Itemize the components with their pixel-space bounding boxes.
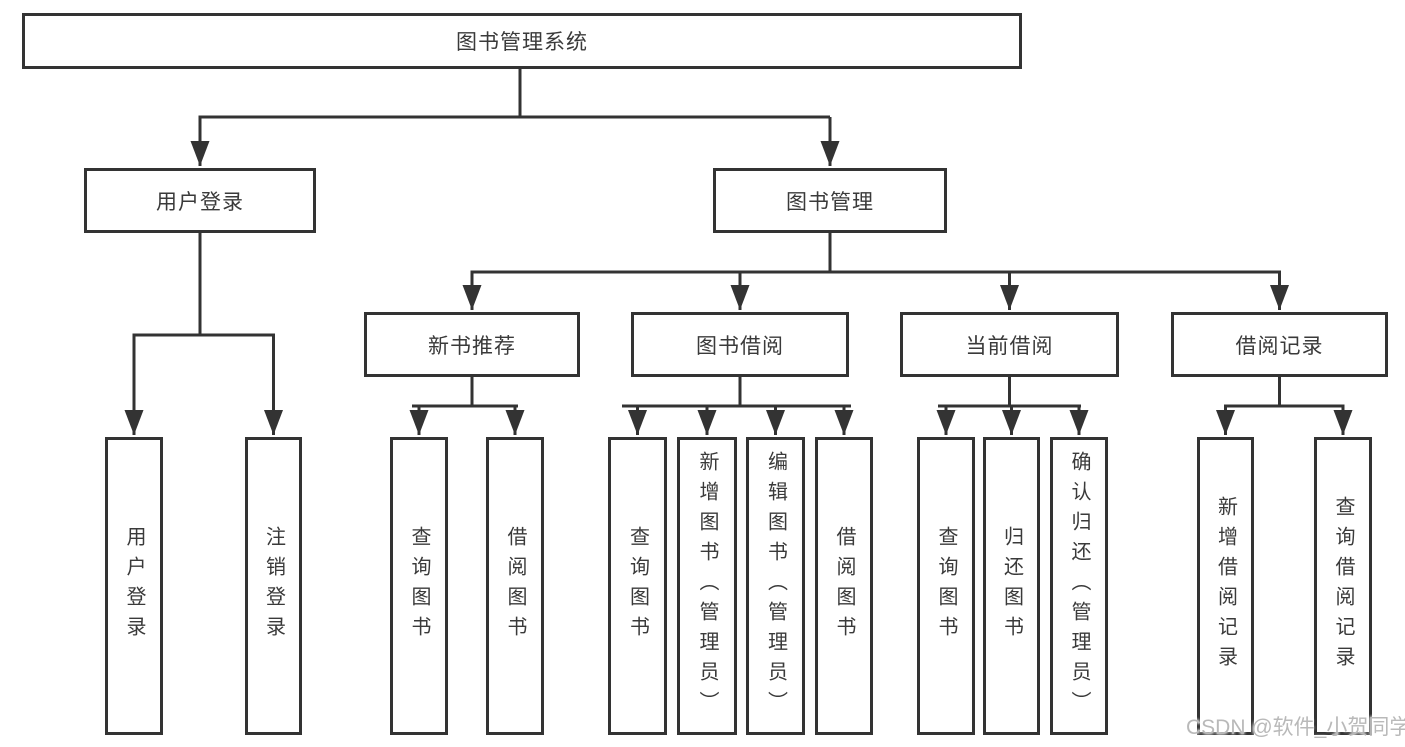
node-leaf-borrow-books-recommend: 借阅图书 <box>486 437 544 735</box>
node-leaf-borrow-books-recommend-label: 借阅图书 <box>504 526 526 646</box>
csdn-watermark: CSDN @软件_小贺同学 <box>1186 716 1405 739</box>
node-root-label: 图书管理系统 <box>456 31 588 54</box>
node-leaf-add-books-admin-label: 新增图书（管理员） <box>696 451 718 721</box>
node-book-borrowing: 图书借阅 <box>631 312 849 377</box>
node-new-book-recommend: 新书推荐 <box>364 312 580 377</box>
node-leaf-edit-books-admin: 编辑图书（管理员） <box>746 437 805 735</box>
node-borrowing-records: 借阅记录 <box>1171 312 1388 377</box>
node-leaf-confirm-return-admin-label: 确认归还（管理员） <box>1068 451 1090 721</box>
node-leaf-logout-label: 注销登录 <box>262 526 285 646</box>
node-leaf-user-login-label: 用户登录 <box>123 526 145 646</box>
node-leaf-query-books-current: 查询图书 <box>917 437 975 735</box>
node-leaf-query-books-recommend: 查询图书 <box>390 437 448 735</box>
node-leaf-return-books: 归还图书 <box>983 437 1040 735</box>
node-book-management: 图书管理 <box>713 168 947 233</box>
node-new-book-recommend-label: 新书推荐 <box>428 334 516 358</box>
node-leaf-add-borrow-record-label: 新增借阅记录 <box>1214 496 1237 676</box>
node-leaf-borrow-books-borrowing: 借阅图书 <box>815 437 873 735</box>
node-leaf-query-borrow-record: 查询借阅记录 <box>1314 437 1372 735</box>
node-book-borrowing-label: 图书借阅 <box>696 334 784 358</box>
node-current-borrowing-label: 当前借阅 <box>965 334 1054 358</box>
node-current-borrowing: 当前借阅 <box>900 312 1119 377</box>
node-leaf-query-borrow-record-label: 查询借阅记录 <box>1332 496 1354 676</box>
node-leaf-user-login: 用户登录 <box>105 437 163 735</box>
node-leaf-confirm-return-admin: 确认归还（管理员） <box>1050 437 1108 735</box>
node-leaf-edit-books-admin-label: 编辑图书（管理员） <box>764 451 787 721</box>
node-user-login: 用户登录 <box>84 168 316 233</box>
node-leaf-query-books-borrowing-label: 查询图书 <box>626 526 649 646</box>
node-leaf-add-borrow-record: 新增借阅记录 <box>1197 437 1254 735</box>
node-leaf-logout: 注销登录 <box>245 437 302 735</box>
node-leaf-borrow-books-borrowing-label: 借阅图书 <box>833 526 855 646</box>
node-leaf-return-books-label: 归还图书 <box>1000 526 1023 646</box>
node-leaf-add-books-admin: 新增图书（管理员） <box>677 437 737 735</box>
node-leaf-query-books-current-label: 查询图书 <box>935 526 957 646</box>
node-leaf-query-books-borrowing: 查询图书 <box>608 437 667 735</box>
node-user-login-label: 用户登录 <box>156 190 244 214</box>
node-root: 图书管理系统 <box>22 13 1022 69</box>
node-book-management-label: 图书管理 <box>786 190 874 214</box>
node-borrowing-records-label: 借阅记录 <box>1235 334 1324 358</box>
node-leaf-query-books-recommend-label: 查询图书 <box>408 526 430 646</box>
